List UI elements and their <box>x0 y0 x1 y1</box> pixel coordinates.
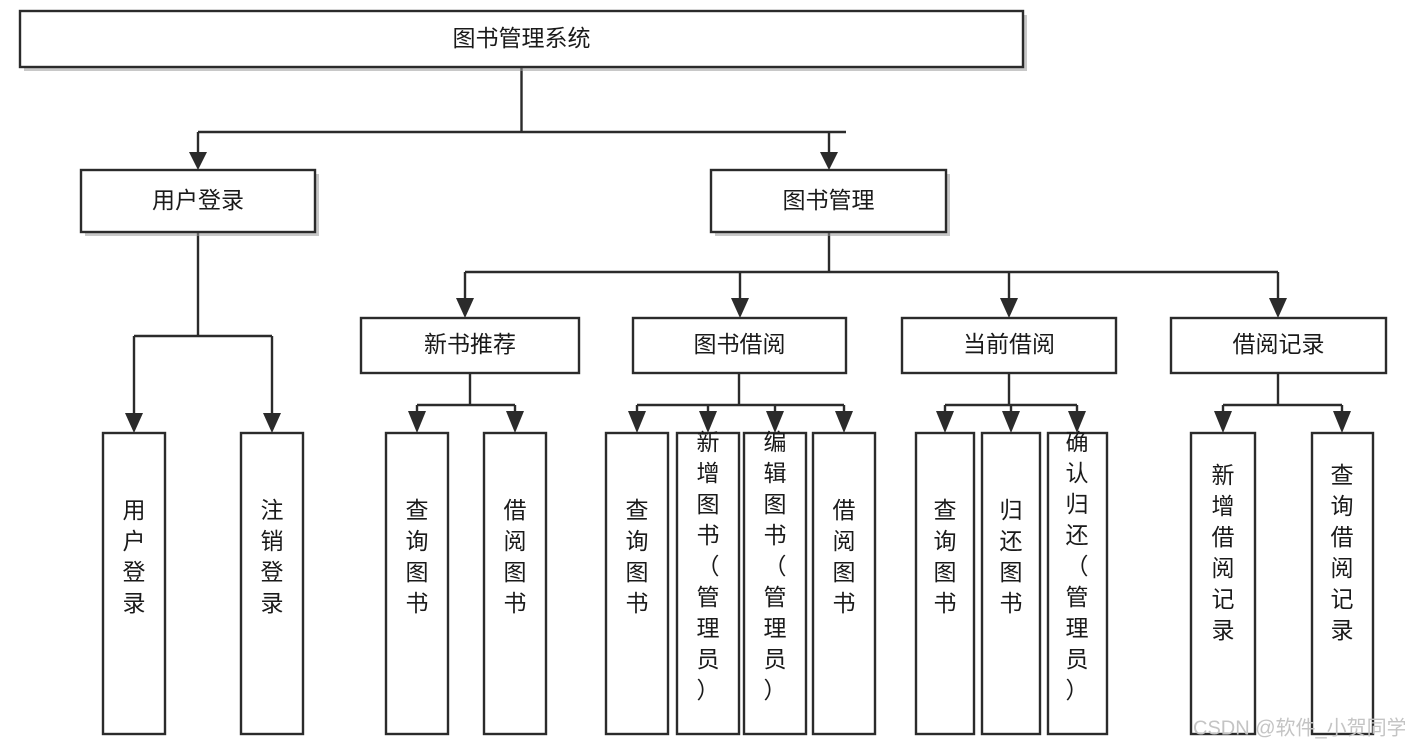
leaf-borrow-book-1-label: 借阅图书 <box>504 497 527 616</box>
arrowhead-book-management <box>820 152 838 170</box>
node-root[interactable]: 图书管理系统 <box>18 9 1027 71</box>
leaf-query-record-box <box>1310 431 1375 736</box>
leaf-borrow-book-1-box <box>482 431 548 736</box>
leaf-borrow-book-2[interactable]: 借阅图书 <box>811 431 877 736</box>
borrow-record-box <box>1169 316 1388 375</box>
nodes-layer: 图书管理系统 用户登录 图书管理 新书推荐 图书借阅 <box>18 9 1388 736</box>
node-book-management[interactable]: 图书管理 <box>709 168 950 236</box>
leaf-user-login-label: 用户登录 <box>123 497 146 616</box>
node-current-borrow[interactable]: 当前借阅 <box>900 316 1118 375</box>
node-user-login[interactable]: 用户登录 <box>79 168 319 236</box>
leaf-borrow-book-1[interactable]: 借阅图书 <box>482 431 548 736</box>
leaf-borrow-book-2-box <box>811 431 877 736</box>
arrowhead-new-book-recommend <box>456 298 474 318</box>
connectors-layer <box>125 67 1351 433</box>
leaf-add-book-label: 新增图书（管理员） <box>697 429 720 703</box>
watermark-label: CSDN @软件_小贺同学 <box>1193 716 1405 739</box>
book-management-label: 图书管理 <box>783 187 875 213</box>
arrowhead-leaf-return-book <box>1002 411 1020 433</box>
arrowhead-leaf-add-book <box>699 411 717 433</box>
current-borrow-label: 当前借阅 <box>963 331 1055 357</box>
leaf-edit-book-label: 编辑图书（管理员） <box>764 429 787 703</box>
arrowhead-leaf-query-book-1 <box>408 411 426 433</box>
leaf-query-book-2-box <box>604 431 670 736</box>
arrowhead-leaf-add-record <box>1214 411 1232 433</box>
book-borrow-box <box>631 316 848 375</box>
leaf-query-record-label: 查询借阅记录 <box>1331 462 1354 643</box>
leaf-query-book-1-box <box>384 431 450 736</box>
leaf-query-book-3-box <box>914 431 976 736</box>
leaf-user-login-box <box>101 431 167 736</box>
leaf-logout-box <box>239 431 305 736</box>
book-borrow-label: 图书借阅 <box>694 331 786 357</box>
arrowhead-leaf-borrow-book-1 <box>506 411 524 433</box>
leaf-query-book-3-label: 查询图书 <box>934 497 957 616</box>
root-label: 图书管理系统 <box>453 25 591 51</box>
arrowhead-leaf-borrow-book-2 <box>835 411 853 433</box>
arrowhead-leaf-user-login <box>125 413 143 433</box>
node-book-borrow[interactable]: 图书借阅 <box>631 316 848 375</box>
leaf-add-record-label: 新增借阅记录 <box>1212 462 1235 643</box>
leaf-confirm-return[interactable]: 确认归还（管理员） <box>1046 429 1109 736</box>
arrowhead-leaf-confirm-return <box>1068 411 1086 433</box>
arrowhead-leaf-query-book-2 <box>628 411 646 433</box>
leaf-query-book-1[interactable]: 查询图书 <box>384 431 450 736</box>
leaf-add-record-box <box>1189 431 1257 736</box>
leaf-return-book-label: 归还图书 <box>1000 497 1023 616</box>
current-borrow-box <box>900 316 1118 375</box>
leaf-confirm-return-box <box>1046 431 1109 736</box>
arrowhead-leaf-edit-book <box>766 411 784 433</box>
watermark: CSDN @软件_小贺同学 <box>1193 716 1405 739</box>
root-box <box>18 9 1025 69</box>
leaf-query-book-2[interactable]: 查询图书 <box>604 431 670 736</box>
arrowhead-user-login <box>189 152 207 170</box>
new-book-recommend-label: 新书推荐 <box>424 331 516 357</box>
leaf-add-book[interactable]: 新增图书（管理员） <box>675 429 741 736</box>
borrow-record-label: 借阅记录 <box>1233 331 1325 357</box>
node-new-book-recommend[interactable]: 新书推荐 <box>359 316 581 375</box>
leaf-borrow-book-2-label: 借阅图书 <box>833 497 856 616</box>
arrowhead-book-borrow <box>731 298 749 318</box>
leaf-query-book-2-label: 查询图书 <box>626 497 649 616</box>
leaf-query-record[interactable]: 查询借阅记录 <box>1310 431 1375 736</box>
arrowhead-current-borrow <box>1000 298 1018 318</box>
leaf-add-book-box <box>675 431 741 736</box>
leaf-query-book-3[interactable]: 查询图书 <box>914 431 976 736</box>
leaf-return-book[interactable]: 归还图书 <box>980 431 1042 736</box>
leaf-logout[interactable]: 注销登录 <box>239 431 305 736</box>
user-login-box <box>79 168 317 234</box>
leaf-user-login[interactable]: 用户登录 <box>101 431 167 736</box>
arrowhead-borrow-record <box>1269 298 1287 318</box>
leaf-edit-book[interactable]: 编辑图书（管理员） <box>742 429 808 736</box>
leaf-edit-book-box <box>742 431 808 736</box>
leaf-logout-label: 注销登录 <box>261 497 284 616</box>
new-book-recommend-box <box>359 316 581 375</box>
node-borrow-record[interactable]: 借阅记录 <box>1169 316 1388 375</box>
arrowhead-leaf-query-record <box>1333 411 1351 433</box>
arrowhead-leaf-logout <box>263 413 281 433</box>
leaf-confirm-return-label: 确认归还（管理员） <box>1066 429 1089 703</box>
book-management-box <box>709 168 948 234</box>
leaf-return-book-box <box>980 431 1042 736</box>
user-login-label: 用户登录 <box>152 187 244 213</box>
leaf-add-record[interactable]: 新增借阅记录 <box>1189 431 1257 736</box>
arrowhead-leaf-query-book-3 <box>936 411 954 433</box>
leaf-query-book-1-label: 查询图书 <box>406 497 429 616</box>
